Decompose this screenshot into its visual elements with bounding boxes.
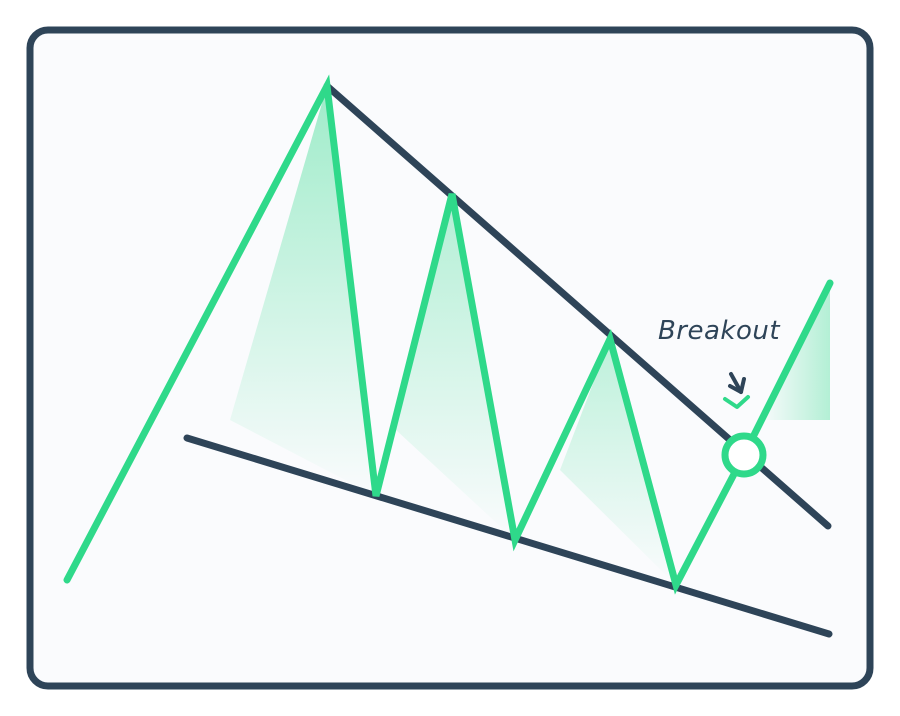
peak-fill-2	[396, 194, 515, 540]
breakout-chevron-icon	[723, 395, 750, 409]
peak-fill-3	[560, 339, 676, 585]
price-line	[63, 74, 834, 595]
lower-trendline	[183, 434, 833, 638]
peak-fill-1	[230, 86, 376, 496]
breakout-circle	[721, 432, 767, 478]
breakout-arrow-icon	[728, 372, 746, 394]
breakout-label: Breakout	[658, 316, 780, 346]
